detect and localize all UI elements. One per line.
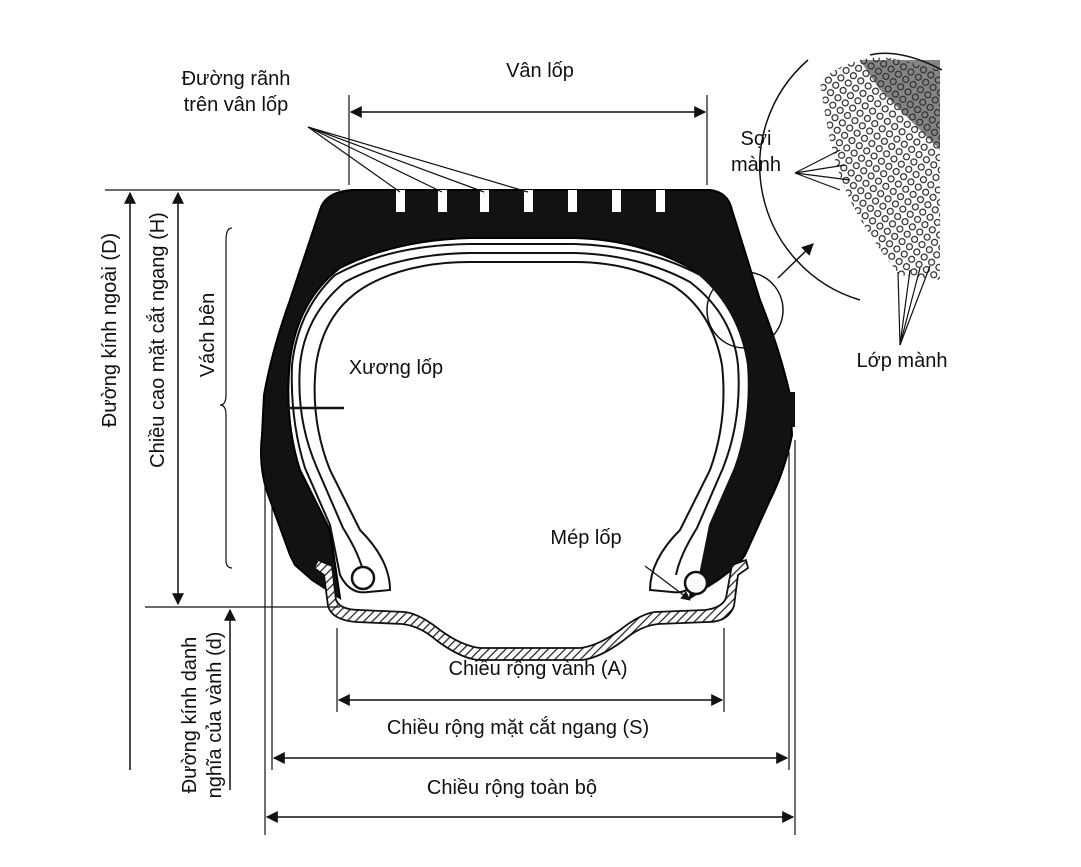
label-rim-diameter-line2: nghĩa của vành (d)	[204, 632, 226, 799]
bead-pointer	[644, 565, 691, 601]
label-rim-width: Chiều rộng vành (A)	[449, 658, 628, 680]
label-tread-grooves-line2: trên vân lốp	[184, 94, 289, 116]
carcass-ply-line	[298, 252, 740, 576]
zoom-detail	[759, 52, 943, 301]
sidewall-rib-left	[266, 395, 280, 430]
label-cord-line1: Sợi	[741, 128, 772, 150]
label-section-height: Chiều cao mặt cắt ngang (H)	[146, 212, 169, 468]
label-bead: Mép lốp	[550, 527, 621, 549]
rim	[312, 558, 750, 661]
label-carcass: Xương lốp	[349, 357, 443, 379]
bead-wire-right	[683, 570, 709, 596]
label-sidewall: Vách bên	[197, 293, 219, 378]
magnify-arrow	[777, 243, 814, 279]
label-overall-width: Chiều rộng toàn bộ	[427, 777, 597, 799]
tire-rubber	[260, 189, 794, 601]
cord-leaders	[794, 149, 851, 191]
label-tread-grooves-line1: Đường rãnh	[182, 68, 291, 90]
tread-grooves	[396, 190, 665, 212]
groove-leaders	[307, 126, 529, 193]
label-rim-diameter-line1: Đường kính danh	[179, 637, 201, 794]
sidewall-rib-right	[781, 392, 795, 427]
label-ply: Lớp mành	[857, 350, 948, 372]
magnify-circle	[706, 271, 784, 349]
sidewall-brace	[219, 227, 233, 569]
tire-inner-cavity	[290, 243, 750, 594]
label-section-width: Chiều rộng mặt cắt ngang (S)	[387, 716, 649, 739]
bead-wire-left	[350, 565, 376, 591]
label-cord-line2: mành	[731, 154, 781, 176]
label-tread: Vân lốp	[506, 60, 574, 82]
ply-leaders	[897, 265, 931, 346]
label-outer-diameter: Đường kính ngoài (D)	[99, 233, 121, 427]
